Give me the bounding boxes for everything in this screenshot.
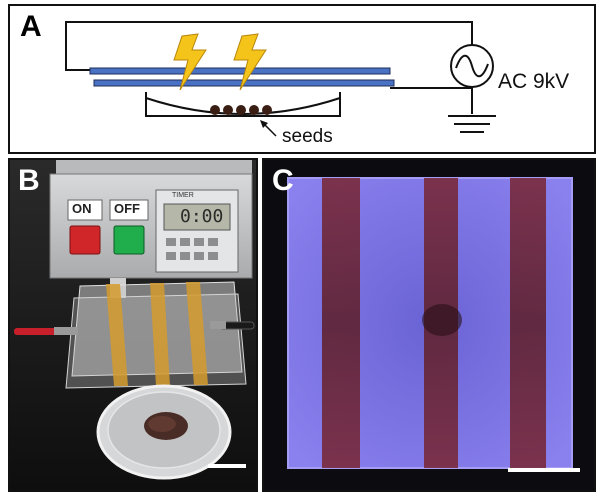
top-electrode bbox=[89, 67, 391, 75]
circuit-wire-bottom bbox=[390, 87, 473, 114]
timer-display: 0:00 bbox=[180, 206, 224, 227]
off-button-label: OFF bbox=[114, 201, 140, 216]
off-button bbox=[113, 225, 145, 255]
scale-bar-b bbox=[208, 464, 246, 468]
electrode-tape-3 bbox=[186, 282, 208, 385]
electrode-band-1 bbox=[322, 178, 360, 468]
off-label-plate bbox=[109, 199, 149, 221]
scale-bar-c bbox=[508, 468, 580, 472]
panel-c-label: C bbox=[272, 164, 294, 197]
timer-brand: TIMER bbox=[172, 192, 194, 199]
panel-b-photo: ON OFF TIMER 0:00 B bbox=[8, 158, 258, 492]
panel-c-photo: C bbox=[262, 158, 596, 492]
panel-a-schematic: A bbox=[8, 4, 596, 154]
seeds-group bbox=[210, 105, 272, 115]
petri-dish bbox=[145, 92, 341, 117]
circuit-wire-top bbox=[65, 21, 473, 71]
panel-a-label: A bbox=[20, 10, 42, 43]
spark-icon-right bbox=[233, 33, 267, 91]
electrode-band-3 bbox=[510, 178, 546, 468]
electrode-tape-1 bbox=[106, 284, 128, 386]
panel-b-label: B bbox=[18, 164, 40, 197]
apparatus-photo bbox=[10, 160, 256, 490]
timer-screen bbox=[163, 203, 231, 231]
electrode-tape-2 bbox=[150, 283, 170, 386]
seeds-arrow bbox=[263, 123, 277, 137]
control-box-top bbox=[56, 160, 252, 176]
voltage-label: AC 9kV bbox=[498, 70, 570, 93]
plasma-photo bbox=[264, 160, 594, 490]
timer-keypad bbox=[166, 238, 218, 260]
red-clip bbox=[14, 328, 62, 335]
ground-icon bbox=[448, 115, 496, 133]
on-button bbox=[69, 225, 101, 255]
black-clip-jaw bbox=[210, 321, 226, 329]
spark-icon-left bbox=[173, 33, 207, 91]
seeds-label: seeds bbox=[282, 126, 333, 147]
on-button-label: ON bbox=[72, 201, 92, 216]
ac-source-icon bbox=[450, 44, 494, 88]
on-label-plate bbox=[67, 199, 103, 221]
circuit-diagram bbox=[65, 21, 496, 137]
red-clip-jaw bbox=[54, 327, 78, 335]
seed-shadow bbox=[422, 304, 462, 336]
